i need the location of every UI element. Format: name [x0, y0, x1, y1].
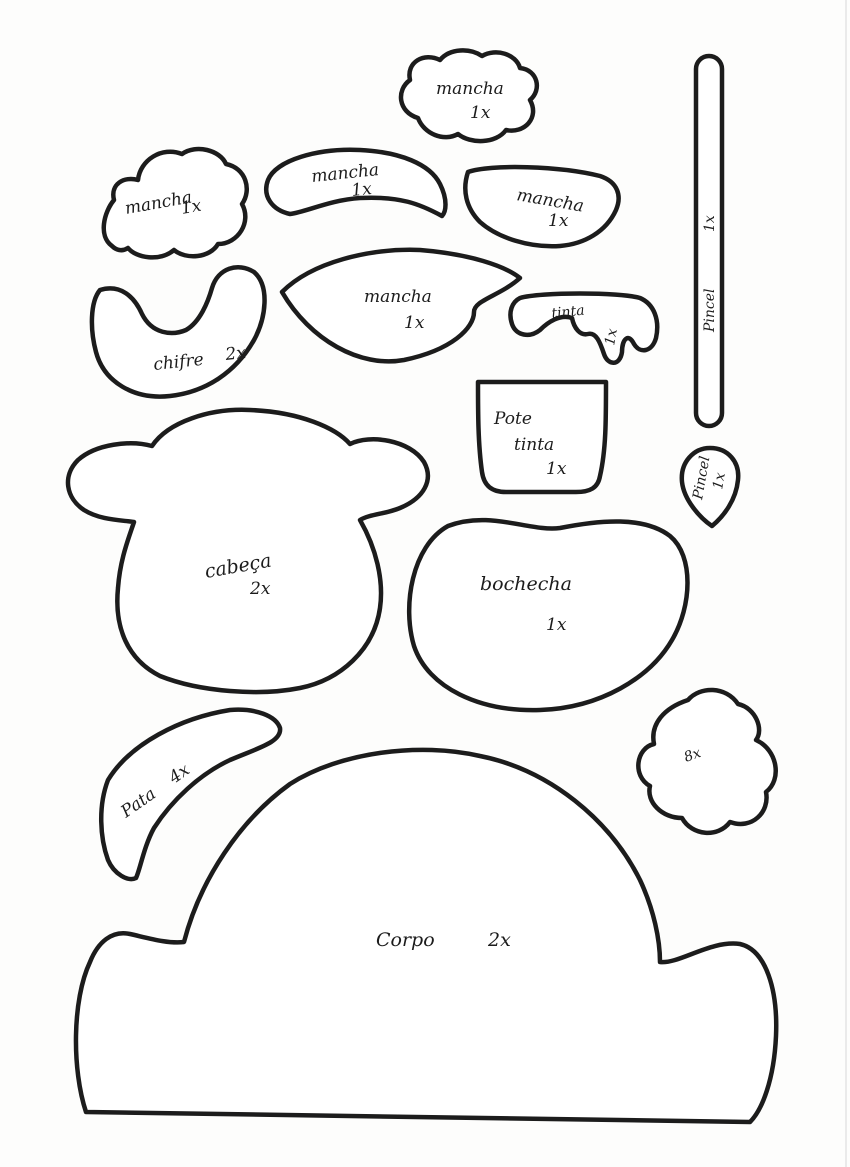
pincel-name: Pincel — [702, 288, 718, 333]
piece-corpo: Corpo 2x — [73, 747, 779, 1125]
pincel-tip-name: Pincel — [690, 455, 713, 502]
mancha-mid-count: 1x — [350, 179, 373, 201]
piece-mancha-center: mancha 1x — [279, 247, 523, 364]
piece-bochecha: bochecha 1x — [406, 517, 690, 713]
bochecha-name: bochecha — [480, 573, 572, 595]
flor-count: 8x — [682, 745, 703, 766]
bochecha-count: 1x — [546, 615, 567, 635]
piece-mancha-mid: mancha 1x — [264, 147, 448, 219]
piece-mancha-left: mancha 1x — [101, 146, 249, 260]
pote-tinta-line2: tinta — [514, 435, 554, 455]
piece-mancha-right: mancha 1x — [463, 164, 621, 249]
piece-tinta: tinta 1x — [508, 291, 660, 365]
pincel-count: 1x — [702, 215, 718, 232]
piece-pote-tinta: Pote tinta 1x — [475, 379, 609, 495]
piece-pincel: Pincel 1x — [693, 53, 725, 429]
mancha-left-count: 1x — [179, 196, 203, 219]
cabeca-count: 2x — [249, 579, 271, 599]
mancha-center-count: 1x — [404, 313, 425, 333]
pincel-tip-count: 1x — [710, 471, 729, 490]
mancha-top-count: 1x — [470, 103, 491, 123]
corpo-name: Corpo — [376, 929, 435, 951]
piece-flor: 8x — [636, 687, 778, 836]
mancha-top-name: mancha — [436, 79, 504, 99]
pote-tinta-count: 1x — [546, 459, 567, 479]
mancha-right-count: 1x — [548, 211, 569, 231]
tinta-count: 1x — [602, 327, 621, 346]
pote-tinta-line1: Pote — [493, 409, 532, 429]
piece-pincel-tip: Pincel 1x — [679, 445, 741, 529]
piece-chifre: chifre 2x — [89, 265, 267, 399]
corpo-count: 2x — [487, 929, 511, 951]
tinta-name: tinta — [551, 303, 586, 322]
piece-cabeca: cabeça 2x — [65, 407, 431, 695]
piece-mancha-top: mancha 1x — [398, 48, 540, 144]
mancha-center-name: mancha — [364, 287, 432, 307]
piece-pata: Pata 4x — [99, 707, 283, 882]
chifre-count: 2x — [223, 343, 247, 365]
